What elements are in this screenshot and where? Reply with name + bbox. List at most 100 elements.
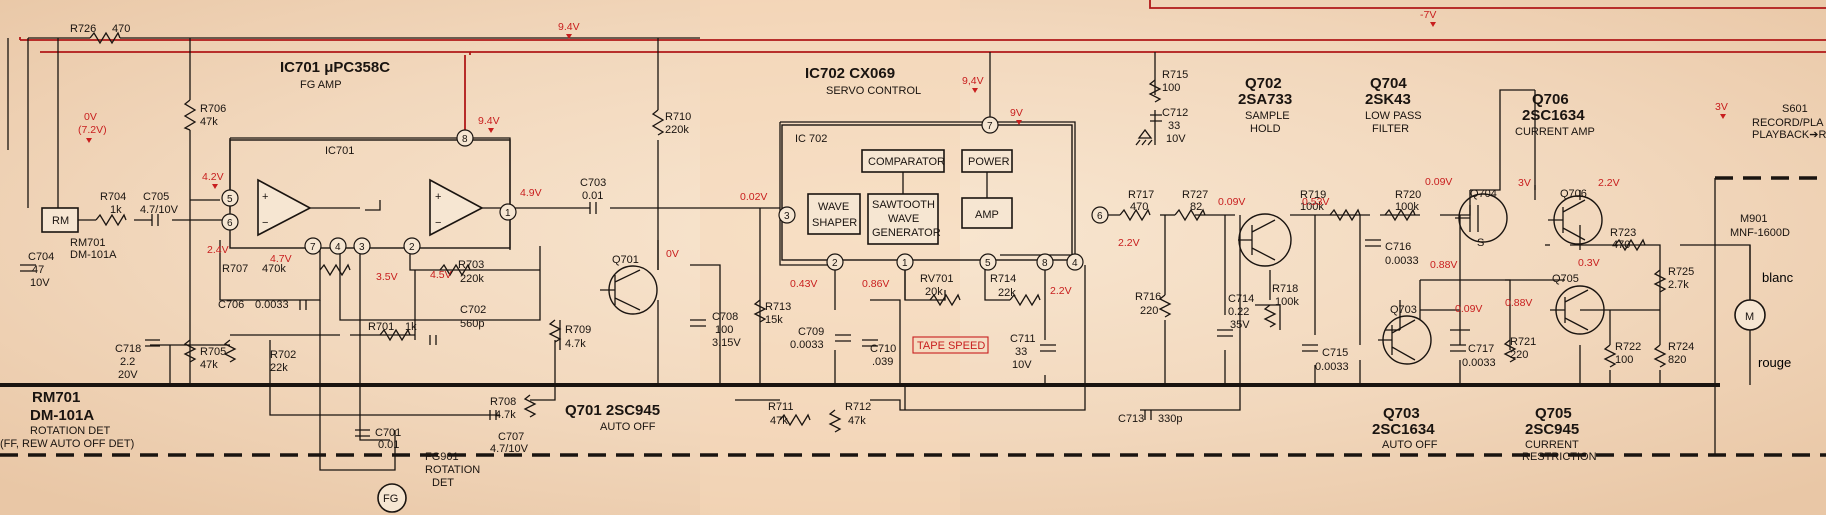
svg-text:2.7k: 2.7k xyxy=(1668,279,1689,291)
voltage-9: 9V xyxy=(1010,107,1023,119)
svg-text:C705: C705 xyxy=(143,191,169,203)
q703-ref-small: Q703 xyxy=(1390,304,1417,316)
svg-text:+: + xyxy=(262,191,268,203)
svg-text:100k: 100k xyxy=(1395,201,1419,213)
voltage-annotations: 9.4V -7V 9,4V 0V (7.2V) 9.4V 4.2V 2.4V 4… xyxy=(78,9,1728,315)
svg-text:3: 3 xyxy=(784,211,790,222)
voltage-3-5: 3.5V xyxy=(376,271,398,283)
rm701-part-large: DM-101A xyxy=(30,407,94,424)
voltage-minus-7: -7V xyxy=(1420,9,1436,21)
svg-text:R714: R714 xyxy=(990,273,1016,285)
q706-ref-small: Q706 xyxy=(1560,188,1587,200)
svg-text:2.2: 2.2 xyxy=(120,356,135,368)
opamp-a xyxy=(257,178,312,237)
fg901-desc-2: DET xyxy=(432,477,454,489)
q704-func-2: FILTER xyxy=(1372,123,1409,135)
power-label: POWER xyxy=(968,156,1010,168)
svg-text:C708: C708 xyxy=(712,311,738,323)
svg-text:R712: R712 xyxy=(845,401,871,413)
svg-text:100: 100 xyxy=(1162,82,1180,94)
rm701-block: RM RM701 DM-101A RM701 DM-101A ROTATION … xyxy=(0,207,134,450)
voltage-9-4-ic: 9.4V xyxy=(478,115,500,127)
svg-text:4.7/10V: 4.7/10V xyxy=(140,204,179,216)
voltage-0-09-a: 0.09V xyxy=(1218,196,1245,208)
svg-text:C703: C703 xyxy=(580,177,606,189)
svg-text:C706: C706 xyxy=(218,299,244,311)
svg-text:R711: R711 xyxy=(768,401,793,413)
svg-text:C718: C718 xyxy=(115,343,141,355)
svg-text:RV701: RV701 xyxy=(920,273,953,285)
svg-text:47: 47 xyxy=(32,264,44,276)
svg-text:22k: 22k xyxy=(270,362,288,374)
svg-text:R715: R715 xyxy=(1162,69,1188,81)
voltage-0-q701: 0V xyxy=(666,248,679,260)
supply-lines xyxy=(19,0,1826,135)
svg-text:220k: 220k xyxy=(460,273,484,285)
opamp-b xyxy=(429,178,484,237)
svg-text:8: 8 xyxy=(462,134,468,145)
q706-func: CURRENT AMP xyxy=(1515,126,1595,138)
svg-text:7: 7 xyxy=(310,242,316,253)
svg-text:R718: R718 xyxy=(1272,283,1298,295)
svg-text:R701: R701 xyxy=(368,321,394,333)
svg-text:R703: R703 xyxy=(458,259,484,271)
svg-text:C717: C717 xyxy=(1468,343,1494,355)
voltage-9-4-top: 9.4V xyxy=(558,21,580,33)
rm-block-label: RM xyxy=(52,215,69,227)
svg-text:R716: R716 xyxy=(1135,291,1161,303)
voltage-0-02: 0.02V xyxy=(740,191,767,203)
q702-part: 2SA733 xyxy=(1238,91,1292,108)
capacitor-symbols xyxy=(20,114,1466,437)
ground-bus xyxy=(0,176,1826,457)
svg-text:820: 820 xyxy=(1668,354,1686,366)
svg-text:82: 82 xyxy=(1190,201,1202,213)
ic701-name: IC701 μPC358C xyxy=(280,59,390,76)
svg-text:C716: C716 xyxy=(1385,241,1411,253)
voltage-4-7: 4.7V xyxy=(270,253,292,265)
svg-text:4: 4 xyxy=(335,242,341,253)
voltage-2-2-a: 2.2V xyxy=(1050,285,1072,297)
svg-text:−: − xyxy=(435,217,441,229)
svg-text:R713: R713 xyxy=(765,301,791,313)
voltage-4-9: 4.9V xyxy=(520,187,542,199)
voltage-0-43: 0.43V xyxy=(790,278,817,290)
svg-text:R708: R708 xyxy=(490,396,516,408)
voltage-3-right: 3V xyxy=(1715,101,1728,113)
fg901: FG FG901 ROTATION DET xyxy=(319,420,480,513)
svg-text:20V: 20V xyxy=(118,369,138,381)
svg-text:10V: 10V xyxy=(1166,133,1186,145)
svg-text:33: 33 xyxy=(1015,346,1027,358)
svg-text:47k: 47k xyxy=(770,415,788,427)
svg-text:R725: R725 xyxy=(1668,266,1694,278)
svg-text:0.0033: 0.0033 xyxy=(1385,255,1419,267)
svg-text:R719: R719 xyxy=(1300,189,1326,201)
q703-ref: Q703 xyxy=(1383,405,1420,422)
svg-text:−: − xyxy=(262,217,268,229)
svg-text:0.01: 0.01 xyxy=(582,190,603,202)
q704-func-1: LOW PASS xyxy=(1365,110,1422,122)
ic702-inner-label: IC 702 xyxy=(795,133,827,145)
q702-func-2: HOLD xyxy=(1250,123,1281,135)
q705-func-1: CURRENT xyxy=(1525,439,1579,451)
svg-text:R727: R727 xyxy=(1182,189,1208,201)
q706-part: 2SC1634 xyxy=(1522,107,1585,124)
svg-text:R707: R707 xyxy=(222,263,248,275)
q703-func: AUTO OFF xyxy=(1382,439,1438,451)
svg-text:R706: R706 xyxy=(200,103,226,115)
voltage-4-2: 4.2V xyxy=(202,171,224,183)
svg-text:R723: R723 xyxy=(1610,227,1636,239)
svg-text:20k: 20k xyxy=(925,286,943,298)
voltage-2-4: 2.4V xyxy=(207,244,229,256)
amp-label: AMP xyxy=(975,209,999,221)
motor-wire-bottom: rouge xyxy=(1758,355,1791,370)
ic702: IC702 CX069 SERVO CONTROL IC 702 COMPARA… xyxy=(781,65,1073,261)
saw-label-3: GENERATOR xyxy=(872,227,941,239)
svg-text:R726: R726 xyxy=(70,23,96,35)
svg-text:7: 7 xyxy=(987,121,993,132)
voltage-7-2: (7.2V) xyxy=(78,124,107,136)
svg-text:330p: 330p xyxy=(1158,413,1182,425)
svg-text:1: 1 xyxy=(902,258,908,269)
voltage-0-09-b: 0.09V xyxy=(1425,176,1452,188)
